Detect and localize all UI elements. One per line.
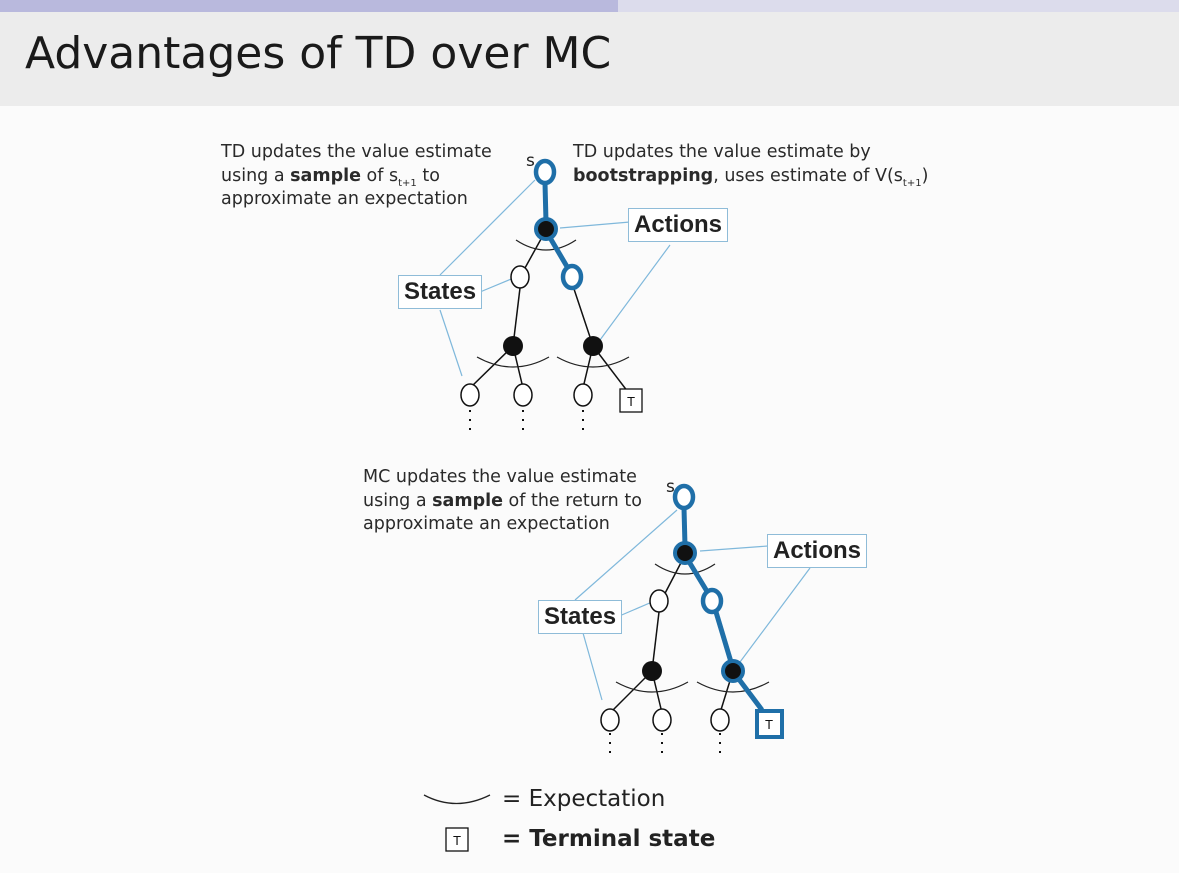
mc-state-node — [649, 589, 669, 613]
td-leaf-state — [573, 383, 593, 407]
legend-terminal-letter: T — [452, 834, 461, 848]
mc-leaf-state — [710, 708, 730, 732]
td-callout-lines — [439, 179, 671, 377]
td-tree-edges — [469, 229, 629, 393]
mc-path-action-node — [721, 659, 745, 683]
progress-fill — [0, 0, 618, 12]
td-highlight-path — [542, 182, 572, 272]
title-bar — [0, 12, 1179, 106]
mc-leaf-state — [652, 708, 672, 732]
td-root-state — [533, 158, 557, 186]
mc-root-state — [672, 483, 696, 511]
legend-terminal-text: = Terminal state — [502, 826, 716, 852]
mc-action-node — [673, 541, 697, 565]
mc-states-label: States — [538, 600, 623, 634]
mc-caption: MC updates the value estimate using a sa… — [363, 467, 642, 534]
mc-path-state-node — [700, 587, 724, 615]
td-state-node — [510, 265, 530, 289]
td-next-state-node — [560, 263, 584, 291]
mc-callout-lines — [574, 509, 811, 701]
mc-backup-diagram: T s — [574, 477, 811, 756]
slide-title: Advantages of TD over MC — [25, 28, 612, 79]
td-action-node — [503, 336, 523, 356]
td-terminal-state — [619, 388, 643, 413]
mc-leaf-state — [600, 708, 620, 732]
legend-expectation-arc — [423, 794, 491, 805]
mc-terminal-letter: T — [764, 718, 773, 732]
td-expectation-arcs — [476, 239, 630, 368]
td-leaf-state — [460, 383, 480, 407]
mc-action-node — [642, 661, 662, 681]
mc-root-label: s — [666, 477, 675, 497]
mc-actions-label: Actions — [767, 534, 868, 568]
td-states-label: States — [398, 275, 483, 309]
legend-terminal-box — [445, 827, 469, 852]
mc-expectation-arcs — [615, 563, 770, 693]
legend-graphics: T — [423, 794, 491, 852]
mc-highlight-path — [681, 507, 764, 712]
td-leaf-state — [513, 383, 533, 407]
td-root-label: s — [526, 151, 535, 171]
progress-bar — [0, 0, 1179, 12]
td-terminal-letter: T — [626, 395, 635, 409]
td-action-node — [534, 217, 558, 241]
td-actions-label: Actions — [628, 208, 729, 242]
td-action-node — [583, 336, 603, 356]
td-continuation-dots — [469, 410, 584, 432]
td-caption-left: TD updates the value estimate using a sa… — [221, 142, 492, 209]
mc-continuation-dots — [609, 733, 721, 756]
mc-terminal-state — [755, 709, 784, 739]
td-caption-right: TD updates the value estimate by bootstr… — [573, 142, 929, 189]
legend-expectation-text: = Expectation — [502, 786, 666, 812]
td-backup-diagram: T s — [439, 151, 671, 432]
